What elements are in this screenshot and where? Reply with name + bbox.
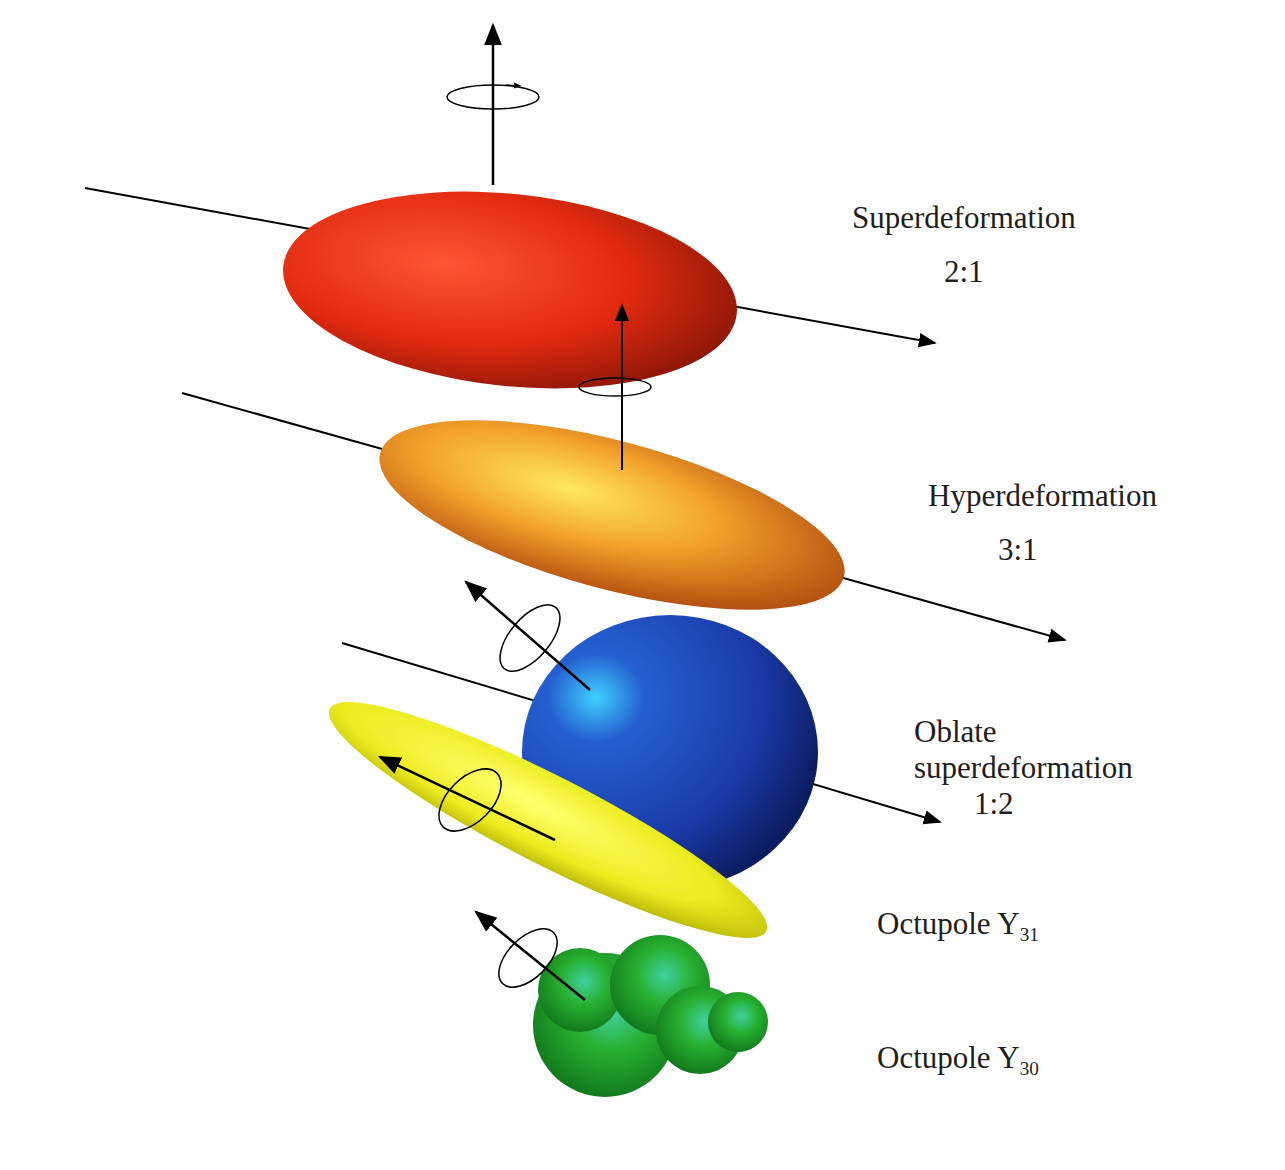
axis-ratio: 2:1 <box>944 254 1064 290</box>
axis-ratio: 1:2 <box>974 786 1094 822</box>
shape-name: Superdeformation <box>852 200 1182 236</box>
shape-name: Oblate superdeformation <box>914 714 1204 786</box>
shape-name: Octupole Y30 <box>877 1040 1207 1076</box>
shape-name: Octupole Y31 <box>877 906 1207 942</box>
axis-ratio: 3:1 <box>998 532 1118 568</box>
shape-name: Hyperdeformation <box>928 478 1258 514</box>
